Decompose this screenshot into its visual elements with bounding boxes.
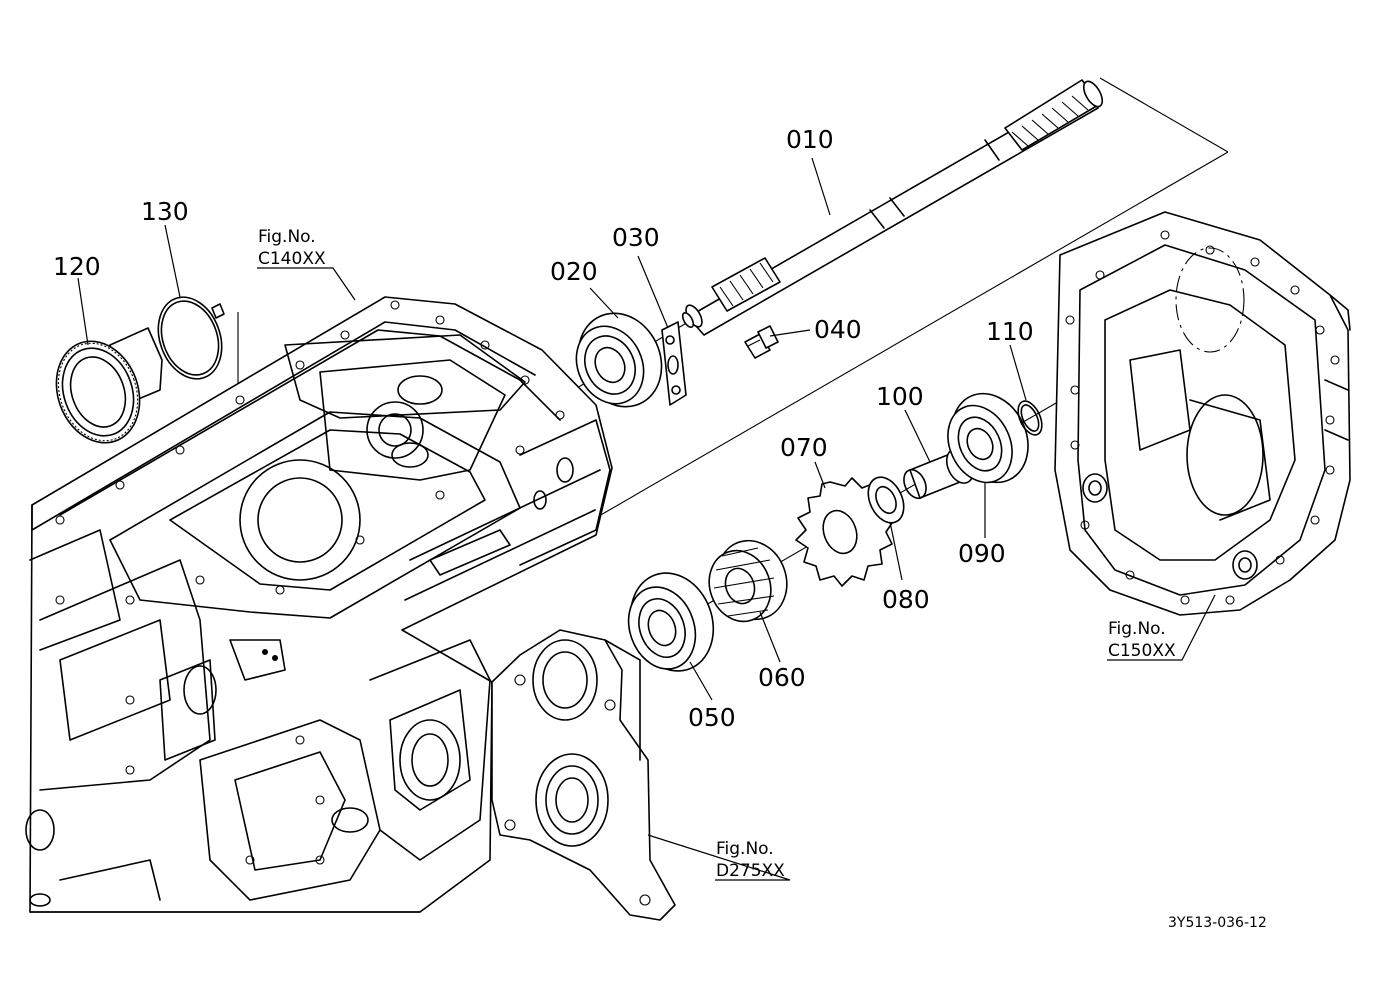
transmission-case-housing <box>25 296 613 913</box>
fig-ref-c150-prefix: Fig.No. <box>1108 619 1166 639</box>
label-120: 120 <box>53 252 101 281</box>
label-100: 100 <box>876 382 924 411</box>
label-090: 090 <box>958 539 1006 568</box>
part-080-washer <box>867 476 905 524</box>
label-050: 050 <box>688 703 736 732</box>
fig-ref-c140-prefix: Fig.No. <box>258 227 316 247</box>
figure-references: Fig.No. C140XX Fig.No. C150XX Fig.No. D2… <box>258 227 1176 881</box>
label-110: 110 <box>986 317 1034 346</box>
label-040: 040 <box>814 315 862 344</box>
front-cover-plate <box>491 629 676 921</box>
label-020: 020 <box>550 257 598 286</box>
part-110-snap-ring <box>1017 400 1043 436</box>
leader-lines <box>77 157 1216 881</box>
part-090-bearing <box>947 392 1029 484</box>
fig-ref-c150-code: C150XX <box>1108 641 1176 661</box>
fig-ref-d275-code: D275XX <box>716 861 785 881</box>
part-010-shaft <box>681 79 1104 336</box>
part-130-circlip <box>157 296 225 380</box>
part-050-bearing <box>627 572 715 672</box>
fig-ref-c140-code: C140XX <box>258 249 326 269</box>
part-number-labels: 010 020 030 040 050 060 070 080 090 100 … <box>53 125 1034 732</box>
flange-bolt-holes <box>55 300 565 865</box>
label-060: 060 <box>758 663 806 692</box>
label-080: 080 <box>882 585 930 614</box>
part-120-gear-boss <box>55 327 163 444</box>
label-130: 130 <box>141 197 189 226</box>
label-010: 010 <box>786 125 834 154</box>
part-060-gear <box>708 539 788 623</box>
rear-housing <box>1054 211 1351 616</box>
fig-ref-d275-prefix: Fig.No. <box>716 839 774 859</box>
part-020-bearing <box>575 312 663 408</box>
part-040-plug <box>744 325 779 359</box>
part-030-plate <box>661 321 687 406</box>
label-030: 030 <box>612 223 660 252</box>
label-070: 070 <box>780 433 828 462</box>
drawing-code: 3Y513-036-12 <box>1168 915 1267 931</box>
